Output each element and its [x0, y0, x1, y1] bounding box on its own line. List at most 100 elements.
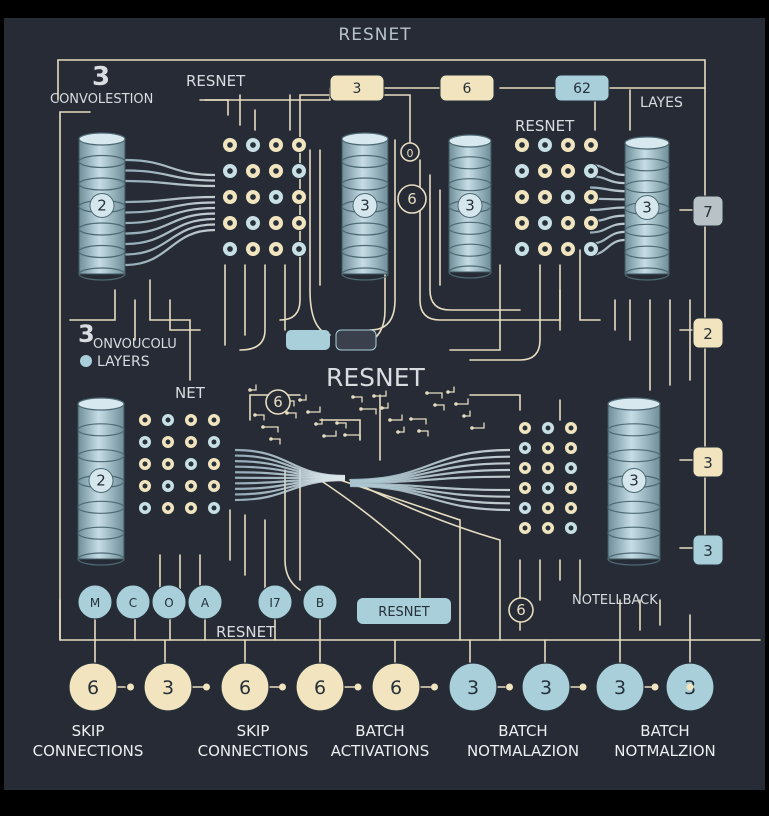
neuron-core [522, 445, 528, 451]
neuron-core [542, 142, 548, 148]
cylinder-band [607, 449, 661, 463]
circuit-dot-0 [248, 388, 252, 392]
small-node-circle [187, 584, 223, 620]
small-circle-ring [265, 389, 291, 415]
small-node-circle [115, 584, 151, 620]
bottom-caption-line2: CONNECTIONS [33, 742, 144, 760]
circuit-bit-5 [434, 404, 445, 411]
cylinder-band [448, 178, 492, 192]
small-node-circle [302, 584, 338, 620]
bottom-node-circle [371, 662, 421, 712]
neuron-core [568, 465, 574, 471]
cylinder-label-badge [621, 468, 647, 493]
small-node-circle [151, 584, 187, 620]
circuit-dot-4 [396, 430, 400, 434]
neuron-core [142, 439, 148, 445]
circuit-dot-20 [298, 398, 302, 402]
cylinder-band [341, 177, 389, 191]
bottom-node-label: 3 [540, 677, 552, 699]
trace-47 [284, 469, 301, 591]
cylinder-label: 2 [97, 197, 107, 215]
left-mid-number-label: 3 [78, 320, 95, 348]
circuit-bit-1 [286, 412, 297, 419]
bottom-caption-line1: SKIP [237, 722, 270, 740]
bottom-caption-line2: CONNECTIONS [198, 742, 309, 760]
neuron-core [142, 483, 148, 489]
bottom-nodes: 636663333 [68, 662, 715, 712]
neuron-core [519, 168, 525, 174]
cylinder-5: 2 [77, 397, 125, 566]
cylinder-label-badge [89, 193, 115, 218]
fan-top-left-line-8 [124, 217, 216, 246]
circuit-dot-23 [409, 417, 413, 421]
small-node-4: A [187, 584, 223, 620]
cylinder-1: 2 [78, 132, 126, 281]
neuron-core [211, 505, 217, 511]
bottom-captions: SKIPCONNECTIONSSKIPCONNECTIONSBATCHACTIV… [33, 722, 716, 760]
top-box-rect [439, 74, 495, 102]
neuron-core [296, 142, 302, 148]
small-node-1: M [77, 584, 113, 620]
cylinder-band [77, 552, 125, 566]
center-title-label: RESNET [326, 363, 426, 392]
circuit-dot-2 [322, 434, 326, 438]
neuron-core [545, 505, 551, 511]
connection-fans [124, 158, 626, 512]
neuron-core [273, 194, 279, 200]
cylinder-band [77, 423, 125, 437]
connector-dot [354, 683, 362, 691]
neuron-core [142, 461, 148, 467]
small-circle-label: 6 [516, 601, 526, 619]
connector-dot [127, 683, 134, 691]
bottom-caption-line2: ACTIVATIONS [331, 742, 430, 760]
neuron-core [588, 194, 594, 200]
bottom-node-2: 3 [143, 662, 210, 712]
circuit-bit-19 [262, 426, 279, 433]
trace-51 [349, 479, 501, 641]
neuron-core [588, 220, 594, 226]
trace-38 [69, 289, 116, 321]
small-node-circle [257, 584, 293, 620]
circuit-dot-22 [372, 394, 376, 398]
neuron-core [565, 168, 571, 174]
circuit-traces [57, 59, 761, 688]
trace-49 [319, 479, 421, 601]
resnet-top-left-label: RESNET [186, 72, 246, 90]
right-box-rect [692, 446, 724, 478]
neuron-core [522, 525, 528, 531]
right-box-label: 7 [703, 203, 713, 221]
circuit-dot-9 [351, 395, 355, 399]
small-circle-2: 6 [397, 184, 427, 214]
center-circuit-details [248, 384, 485, 445]
neuron-core [296, 246, 302, 252]
cylinder-band [341, 222, 389, 236]
small-node-circle [77, 584, 113, 620]
cylinder-band [624, 223, 670, 237]
circuit-bit-4 [397, 426, 405, 433]
neuron-core [568, 425, 574, 431]
circuit-dot-12 [462, 414, 466, 418]
fan-top-left-line-5 [124, 201, 216, 214]
circuit-bit-8 [315, 418, 323, 425]
top-box-label: 62 [573, 81, 591, 97]
circuit-dot-18 [454, 402, 458, 406]
trace-29 [469, 264, 541, 361]
neuron-core [273, 246, 279, 252]
neuron-core [188, 461, 194, 467]
cylinder-band [341, 267, 389, 281]
cylinder-band [607, 423, 661, 437]
neuron-core [188, 483, 194, 489]
top-box-rect [329, 74, 385, 102]
cylinder-band [78, 267, 126, 281]
circuit-dot-24 [446, 390, 450, 394]
neuron-core [165, 483, 171, 489]
cylinder-band [448, 243, 492, 257]
small-circle-ring [400, 142, 420, 162]
grid-bottom-right [518, 421, 578, 535]
circuit-bit-2 [323, 430, 337, 437]
neuron-core [519, 194, 525, 200]
cylinder-label-badge [88, 468, 114, 493]
neuron-core [250, 246, 256, 252]
neuron-core [545, 425, 551, 431]
cylinder-band [448, 221, 492, 235]
